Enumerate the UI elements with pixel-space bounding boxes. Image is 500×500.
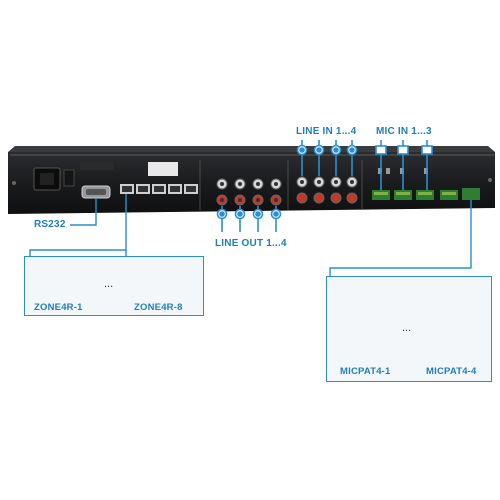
- rj45-ports: [120, 184, 198, 194]
- zone-last-label: ZONE4R-8: [134, 302, 183, 313]
- rack-chassis: [8, 146, 495, 214]
- mic-terminal-blocks: [372, 168, 480, 200]
- zone-remote-box: [24, 256, 204, 316]
- mic-station-box: [326, 276, 492, 382]
- mic-first-label: MICPAT4-1: [340, 366, 391, 377]
- zone-first-label: ZONE4R-1: [34, 302, 83, 313]
- line-out-cable-connectors: [216, 206, 282, 232]
- line-in-cable-connectors: [296, 140, 358, 176]
- zone-ellipsis: ...: [104, 278, 114, 290]
- line-in-label: LINE IN 1...4: [296, 126, 357, 137]
- mic-in-label: MIC IN 1...3: [376, 126, 432, 137]
- line-out-rca-jacks: [216, 178, 282, 206]
- rs232-label: RS232: [34, 219, 66, 230]
- mic-in-cable-connectors: [375, 140, 433, 190]
- line-in-rca-jacks: [296, 176, 358, 204]
- mic-ellipsis: ...: [402, 322, 412, 334]
- mic-remote-bus: [329, 200, 472, 276]
- line-out-label: LINE OUT 1...4: [215, 238, 287, 249]
- rs232-leader: [70, 198, 97, 226]
- mic-last-label: MICPAT4-4: [426, 366, 477, 377]
- zone-remote-bus: [29, 194, 127, 256]
